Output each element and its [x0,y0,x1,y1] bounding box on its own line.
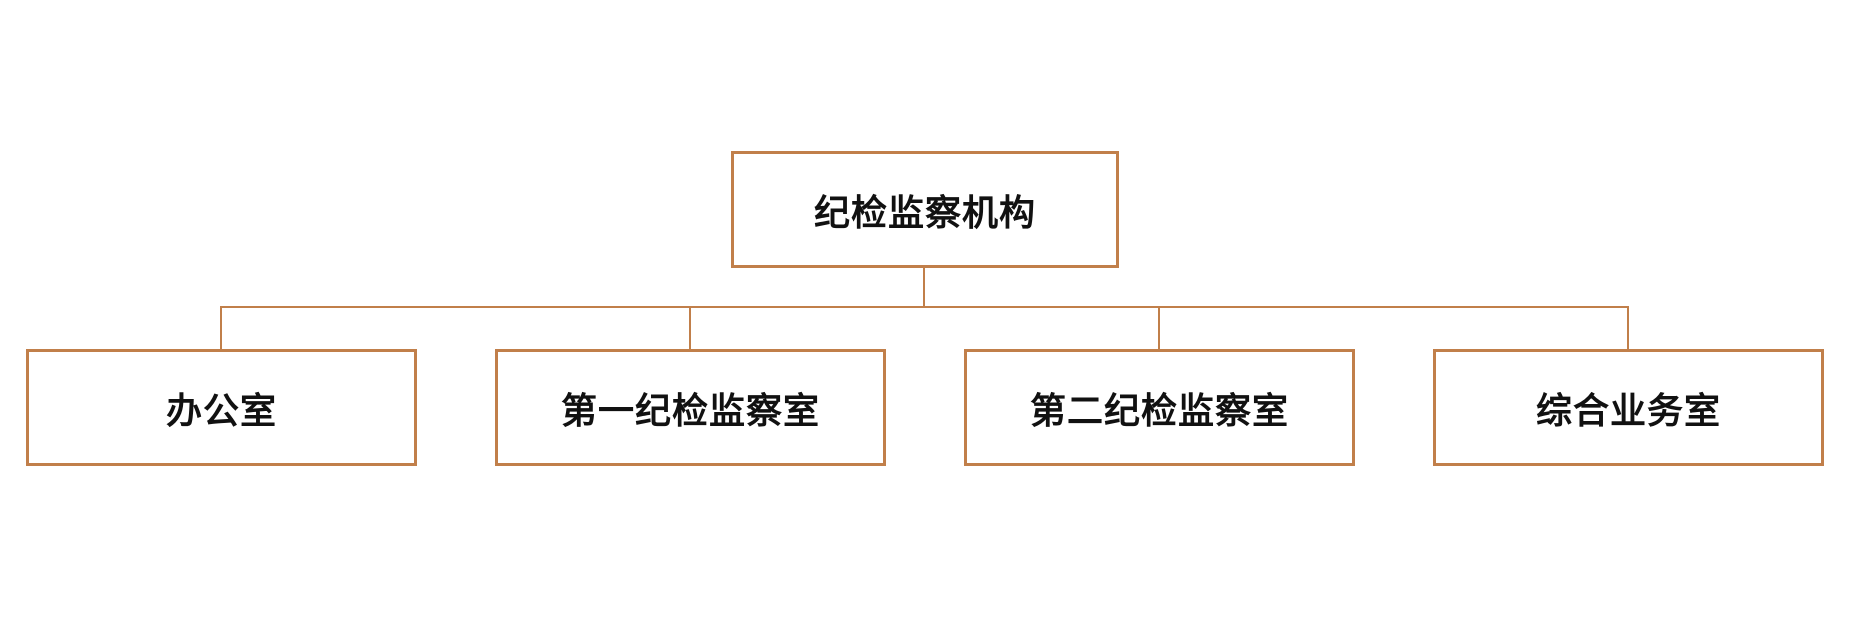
child-node-label: 办公室 [165,389,277,432]
connector-drop-first-room [689,306,691,349]
child-node-label: 第一纪检监察室 [560,389,820,432]
child-node-general-affairs: 综合业务室 [1433,349,1824,466]
root-node: 纪检监察机构 [731,151,1119,268]
child-node-office: 办公室 [26,349,417,466]
connector-drop-second-room [1158,306,1160,349]
connector-drop-general-affairs [1627,306,1629,349]
child-node-label: 综合业务室 [1535,389,1721,432]
connector-drop-office [220,306,222,349]
connector-root-stem [923,268,925,308]
root-node-label: 纪检监察机构 [813,191,1036,234]
child-node-second-room: 第二纪检监察室 [964,349,1355,466]
connector-horizontal-bus [220,306,1629,308]
child-node-label: 第二纪检监察室 [1029,389,1289,432]
child-node-first-room: 第一纪检监察室 [495,349,886,466]
